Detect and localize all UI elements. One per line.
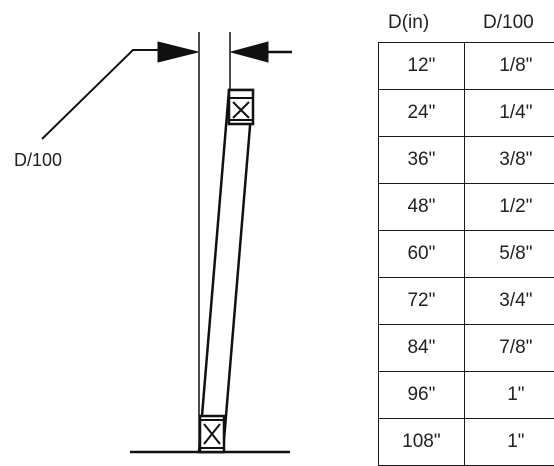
table-row: 84" 7/8" [379, 325, 554, 372]
table-cell: 60" [379, 231, 465, 278]
callout-label: D/100 [14, 150, 62, 171]
table-row: 12" 1/8" [379, 43, 554, 90]
table-cell: 108" [379, 419, 465, 466]
table-cell: 12" [379, 43, 465, 90]
callout-leader-line [42, 50, 158, 139]
tolerance-table: 12" 1/8" 24" 1/4" 36" 3/8" 48" 1/2" 60" … [378, 42, 554, 466]
table-cell: 96" [379, 372, 465, 419]
table-row: 36" 3/8" [379, 137, 554, 184]
table-cell: 72" [379, 278, 465, 325]
table-row: 48" 1/2" [379, 184, 554, 231]
arrow-left-icon [158, 42, 198, 62]
table-cell: 84" [379, 325, 465, 372]
table-cell: 24" [379, 90, 465, 137]
table-cell: 7/8" [464, 325, 554, 372]
table-cell: 1" [464, 372, 554, 419]
table-cell: 48" [379, 184, 465, 231]
table-row: 72" 3/4" [379, 278, 554, 325]
table-cell: 36" [379, 137, 465, 184]
table-row: 108" 1" [379, 419, 554, 466]
table-cell: 1/8" [464, 43, 554, 90]
table-cell: 3/8" [464, 137, 554, 184]
arrow-right-icon [231, 42, 268, 62]
column-header-d: D(in) [388, 12, 429, 34]
table-cell: 1" [464, 419, 554, 466]
tilted-member [199, 90, 253, 452]
table-cell: 5/8" [464, 231, 554, 278]
dimension-arrows [158, 42, 292, 62]
column-header-d100: D/100 [483, 12, 534, 34]
table-cell: 1/4" [464, 90, 554, 137]
table-cell: 1/2" [464, 184, 554, 231]
table-row: 96" 1" [379, 372, 554, 419]
table-row: 60" 5/8" [379, 231, 554, 278]
table-row: 24" 1/4" [379, 90, 554, 137]
table-cell: 3/4" [464, 278, 554, 325]
